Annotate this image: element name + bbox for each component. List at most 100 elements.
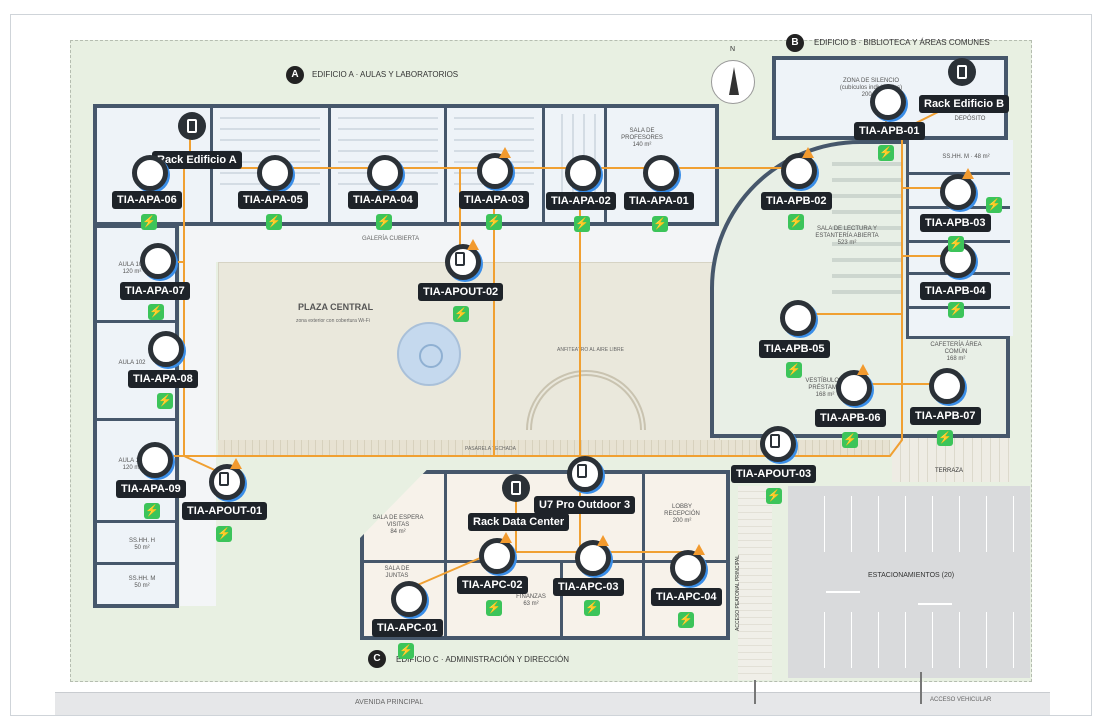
walkway-label: PASARELA TECHADA [465,446,516,452]
poe-icon: ⚡ [948,302,964,318]
ap-apb-07-label[interactable]: TIA-APB-07 [910,407,981,425]
ap-apa-01-icon[interactable] [643,155,679,191]
compass-north-label: N [730,46,736,53]
rack-b-label[interactable]: Rack Edificio B [919,95,1010,113]
ap-apb-05-label[interactable]: TIA-APB-05 [759,340,830,358]
poe-icon: ⚡ [878,145,894,161]
ap-apout-01-icon[interactable] [209,464,245,500]
ap-apc-03-label[interactable]: TIA-APC-03 [553,578,624,596]
plaza-subtitle: zona exterior con cobertura Wi-Fi [296,318,370,324]
rack-dc-label[interactable]: Rack Data Center [468,513,570,531]
ap-apa-02-icon[interactable] [565,155,601,191]
room-divider [362,560,728,563]
ap-apb-01-label[interactable]: TIA-APB-01 [854,122,925,140]
ap-apb-02-label[interactable]: TIA-APB-02 [761,192,832,210]
poe-icon: ⚡ [398,643,414,659]
warning-icon [962,168,974,179]
ap-apout-02-label[interactable]: TIA-APOUT-02 [418,283,504,301]
poe-icon: ⚡ [148,304,164,320]
ap-apb-05-icon[interactable] [780,300,816,336]
amphitheater-label: ANFITEATRO AL AIRE LIBRE [557,347,624,353]
ap-apb-02-icon[interactable] [781,153,817,189]
building-a-badge: A [286,66,304,84]
ap-apb-07-icon[interactable] [929,368,965,404]
outdoor-ap-u7-label[interactable]: U7 Pro Outdoor 3 [534,496,636,514]
ap-apc-03-icon[interactable] [575,540,611,576]
ap-apa-05-icon[interactable] [257,155,293,191]
ap-apa-05-label[interactable]: TIA-APA-05 [238,191,308,209]
ap-apa-09-icon[interactable] [137,442,173,478]
ap-apa-04-icon[interactable] [367,155,403,191]
room-divider [542,106,545,224]
rack-dc-icon[interactable] [502,474,530,502]
parking-lot [788,486,1030,678]
poe-icon: ⚡ [584,600,600,616]
poe-icon: ⚡ [766,488,782,504]
ap-apb-06-label[interactable]: TIA-APB-06 [815,409,886,427]
ap-apc-02-icon[interactable] [479,538,515,574]
room-divider [906,172,1010,175]
warning-icon [857,364,869,375]
sshh-b-label: SS.HH. M · 48 m² [942,154,990,160]
ap-apout-03-icon[interactable] [760,426,796,462]
warning-icon [693,544,705,555]
ap-apc-04-label[interactable]: TIA-APC-04 [651,588,722,606]
ap-apa-06-icon[interactable] [132,155,168,191]
poe-icon: ⚡ [486,600,502,616]
meeting-room-label: SALA DE JUNTAS [384,566,410,579]
entry-arrow-left [754,680,756,704]
building-b-title: EDIFICIO B · BIBLIOTECA Y ÁREAS COMUNES [814,38,990,47]
ap-apa-03-icon[interactable] [477,153,513,189]
ap-apout-03-label[interactable]: TIA-APOUT-03 [731,465,817,483]
ap-apb-03-label[interactable]: TIA-APB-03 [920,214,991,232]
ap-apa-06-label[interactable]: TIA-APA-06 [112,191,182,209]
rack-a-icon[interactable] [178,112,206,140]
ap-apb-06-icon[interactable] [836,370,872,406]
ap-apout-02-icon[interactable] [445,244,481,280]
room-divider [560,560,563,638]
warning-icon [597,535,609,546]
vehicle-access-label: ACCESO VEHICULAR [930,697,992,703]
building-b-badge: B [786,34,804,52]
parking-arrow-right [826,591,860,593]
covered-walkway [218,440,890,456]
parking-label: ESTACIONAMIENTOS (20) [868,572,955,579]
ap-apa-04-label[interactable]: TIA-APA-04 [348,191,418,209]
poe-icon: ⚡ [144,503,160,519]
pedestrian-walkway [738,486,772,680]
ap-apa-01-label[interactable]: TIA-APA-01 [624,192,694,210]
poe-icon: ⚡ [376,214,392,230]
room-divider [95,562,179,565]
ap-apb-01-icon[interactable] [870,84,906,120]
ap-apc-01-label[interactable]: TIA-APC-01 [372,619,443,637]
rack-a-label[interactable]: Rack Edificio A [152,151,242,169]
warning-icon [499,147,511,158]
ap-apa-07-label[interactable]: TIA-APA-07 [120,282,190,300]
ap-apc-02-label[interactable]: TIA-APC-02 [457,576,528,594]
ap-apout-01-label[interactable]: TIA-APOUT-01 [182,502,268,520]
rack-b-icon[interactable] [948,58,976,86]
ap-apa-02-label[interactable]: TIA-APA-02 [546,192,616,210]
ap-apa-09-label[interactable]: TIA-APA-09 [116,480,186,498]
ap-apc-01-icon[interactable] [391,581,427,617]
ap-apa-03-label[interactable]: TIA-APA-03 [459,191,529,209]
ap-apa-08-icon[interactable] [148,331,184,367]
ap-apb-04-label[interactable]: TIA-APB-04 [920,282,991,300]
ap-apc-04-icon[interactable] [670,550,706,586]
poe-icon: ⚡ [453,306,469,322]
reading-shelves [832,156,902,306]
parking-arrow-left [918,603,952,605]
aula-102-label: AULA 102 [118,360,146,366]
ap-apb-03-icon[interactable] [940,174,976,210]
ap-apa-07-icon[interactable] [140,243,176,279]
outdoor-ap-u7-icon[interactable] [567,456,603,492]
ap-apa-08-label[interactable]: TIA-APA-08 [128,370,198,388]
warning-icon [500,532,512,543]
